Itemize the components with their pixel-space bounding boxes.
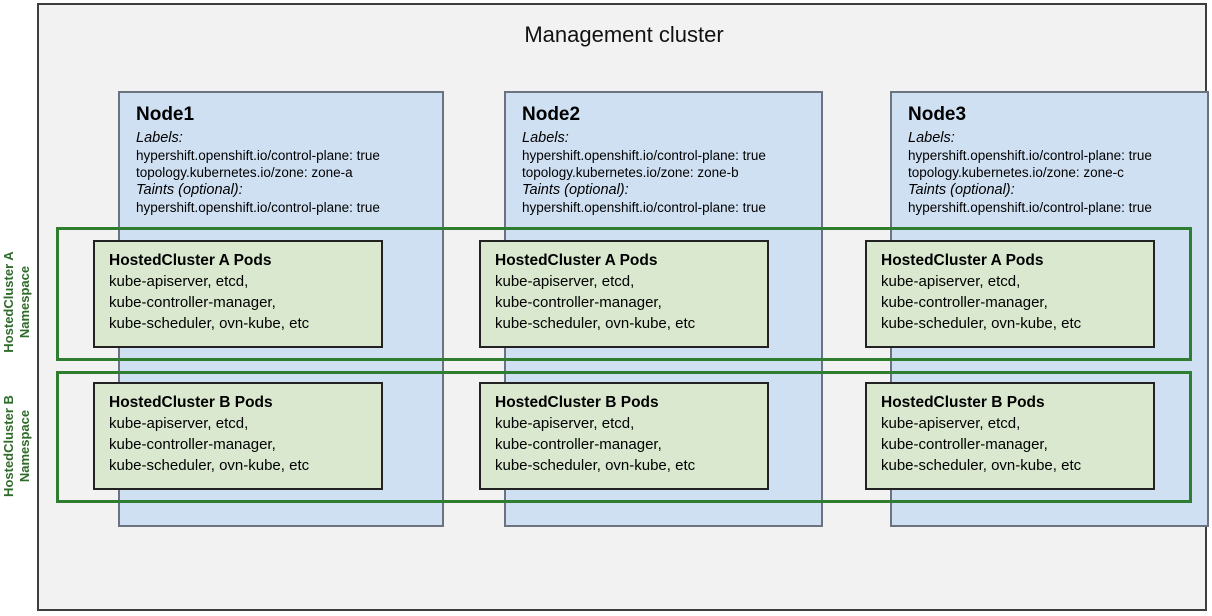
node3-labels-heading: Labels: [908,130,955,146]
pod-box-a-node1-title: HostedCluster A Pods [109,252,272,269]
namespace-label-hostedcluster-a: HostedCluster A Namespace [1,227,33,377]
node1-taints-heading: Taints (optional): [136,182,243,198]
pod-box-a-node1-line-1: kube-controller-manager, [109,294,276,311]
pod-box-a-node1: HostedCluster A Pods kube-apiserver, etc… [93,240,383,348]
pod-box-a-node3-line-2: kube-scheduler, ovn-kube, etc [881,315,1082,332]
pod-box-b-node3-title: HostedCluster B Pods [881,394,1045,411]
pod-box-a-node2-title: HostedCluster A Pods [495,252,658,269]
namespace-rect-hostedcluster-a [56,227,1192,361]
node2-label-0: hypershift.openshift.io/control-plane: t… [522,148,766,163]
node1-content: Node1 Labels: hypershift.openshift.io/co… [136,103,434,216]
pod-box-b-node2: HostedCluster B Pods kube-apiserver, etc… [479,382,769,490]
pod-box-b-node3: HostedCluster B Pods kube-apiserver, etc… [865,382,1155,490]
pod-box-b-node3-line-0: kube-apiserver, etcd, [881,415,1021,432]
node2-label-1: topology.kubernetes.io/zone: zone-b [522,165,739,180]
namespace-rect-hostedcluster-b [56,371,1192,503]
node2-content: Node2 Labels: hypershift.openshift.io/co… [522,103,813,216]
node1-labels-heading: Labels: [136,130,183,146]
pod-box-a-node1-line-2: kube-scheduler, ovn-kube, etc [109,315,310,332]
node2-taints-heading: Taints (optional): [522,182,629,198]
node2-taint-0: hypershift.openshift.io/control-plane: t… [522,200,766,215]
pod-box-a-node3-line-1: kube-controller-manager, [881,294,1048,311]
node3-taints-heading: Taints (optional): [908,182,1015,198]
pod-box-a-node2-line-2: kube-scheduler, ovn-kube, etc [495,315,696,332]
namespace-a-label-line1: HostedCluster A [1,251,16,353]
node3-taint-0: hypershift.openshift.io/control-plane: t… [908,200,1152,215]
node1-taint-0: hypershift.openshift.io/control-plane: t… [136,200,380,215]
pod-box-b-node2-title: HostedCluster B Pods [495,394,659,411]
pod-box-a-node2: HostedCluster A Pods kube-apiserver, etc… [479,240,769,348]
pod-box-b-node1-title: HostedCluster B Pods [109,394,273,411]
pod-box-b-node3-line-1: kube-controller-manager, [881,436,1048,453]
node1-label-1: topology.kubernetes.io/zone: zone-a [136,165,353,180]
pod-box-b-node2-line-1: kube-controller-manager, [495,436,662,453]
namespace-b-label-line1: HostedCluster B [1,395,16,497]
namespace-label-hostedcluster-b: HostedCluster B Namespace [1,371,33,521]
pod-box-b-node3-line-2: kube-scheduler, ovn-kube, etc [881,457,1082,474]
pod-box-b-node1: HostedCluster B Pods kube-apiserver, etc… [93,382,383,490]
pod-box-a-node3-line-0: kube-apiserver, etcd, [881,273,1021,290]
node1-label-0: hypershift.openshift.io/control-plane: t… [136,148,380,163]
node3-label-0: hypershift.openshift.io/control-plane: t… [908,148,1152,163]
node3-title: Node3 [908,104,967,125]
pod-box-a-node2-line-0: kube-apiserver, etcd, [495,273,635,290]
pod-box-b-node2-line-2: kube-scheduler, ovn-kube, etc [495,457,696,474]
management-cluster-title: Management cluster [524,22,724,47]
pod-box-b-node1-line-1: kube-controller-manager, [109,436,276,453]
pod-box-a-node1-line-0: kube-apiserver, etcd, [109,273,249,290]
node2-labels-heading: Labels: [522,130,569,146]
pod-box-a-node3: HostedCluster A Pods kube-apiserver, etc… [865,240,1155,348]
pod-box-b-node2-line-0: kube-apiserver, etcd, [495,415,635,432]
pod-box-a-node2-line-1: kube-controller-manager, [495,294,662,311]
node3-label-1: topology.kubernetes.io/zone: zone-c [908,165,1124,180]
namespace-b-label-line2: Namespace [17,409,32,483]
pod-box-b-node1-line-0: kube-apiserver, etcd, [109,415,249,432]
node2-title: Node2 [522,104,581,125]
pod-box-a-node3-title: HostedCluster A Pods [881,252,1044,269]
pod-box-b-node1-line-2: kube-scheduler, ovn-kube, etc [109,457,310,474]
node3-content: Node3 Labels: hypershift.openshift.io/co… [908,103,1199,216]
namespace-a-label-line2: Namespace [17,265,32,339]
node1-title: Node1 [136,104,195,125]
